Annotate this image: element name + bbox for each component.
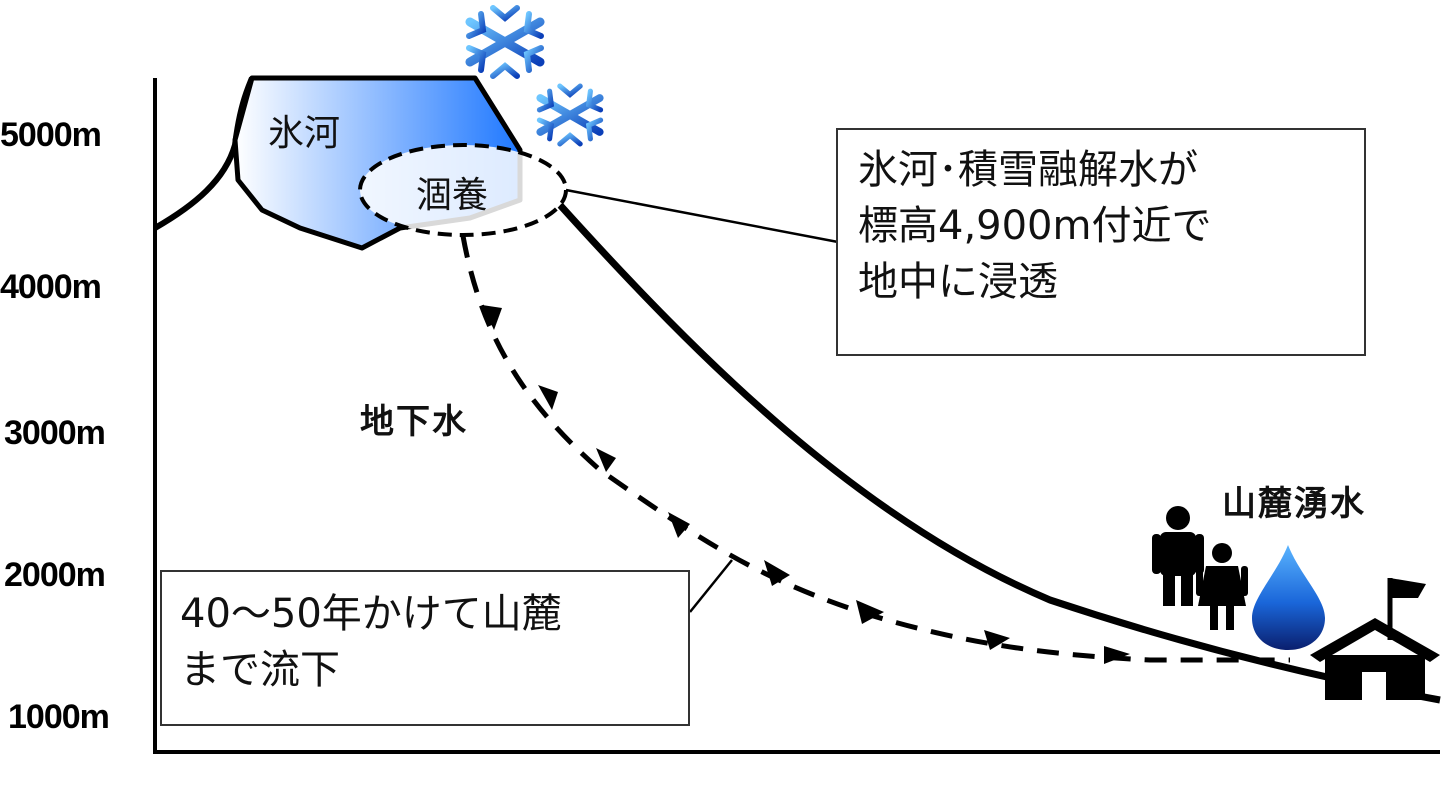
callout-bottom: 40～50年かけて山麓 まで流下	[160, 570, 690, 726]
groundwater-path	[460, 235, 1290, 663]
house-icon	[1310, 618, 1440, 700]
callout-bottom-text: 40～50年かけて山麓 まで流下	[180, 591, 562, 693]
water-drop-icon	[1252, 545, 1325, 650]
groundwater-label: 地下水	[360, 402, 468, 442]
woman-icon	[1196, 543, 1248, 630]
snowflake-icon	[469, 2, 541, 82]
man-icon	[1152, 506, 1204, 606]
callout-top-text: 氷河･積雪融解水が 標高4,900m付近で 地中に浸透	[858, 147, 1212, 305]
altitude-label-4000: 4000m	[0, 268, 102, 306]
glacier-label: 氷河	[268, 113, 341, 154]
altitude-label-2000: 2000m	[4, 556, 106, 594]
infiltration-label: 涸養	[416, 175, 489, 216]
snowflake-icon	[539, 81, 600, 149]
altitude-label-3000: 3000m	[4, 414, 106, 452]
spring-label: 山麓湧水	[1222, 484, 1366, 524]
flow-arrows	[482, 305, 1130, 664]
callout-top: 氷河･積雪融解水が 標高4,900m付近で 地中に浸透	[836, 128, 1366, 356]
mountain-right-slope	[557, 202, 1441, 704]
callout-top-leader	[565, 188, 839, 244]
callout-bottom-leader	[689, 559, 733, 613]
altitude-label-1000: 1000m	[8, 698, 110, 736]
altitude-label-5000: 5000m	[0, 116, 102, 154]
flag-icon	[1387, 578, 1426, 640]
